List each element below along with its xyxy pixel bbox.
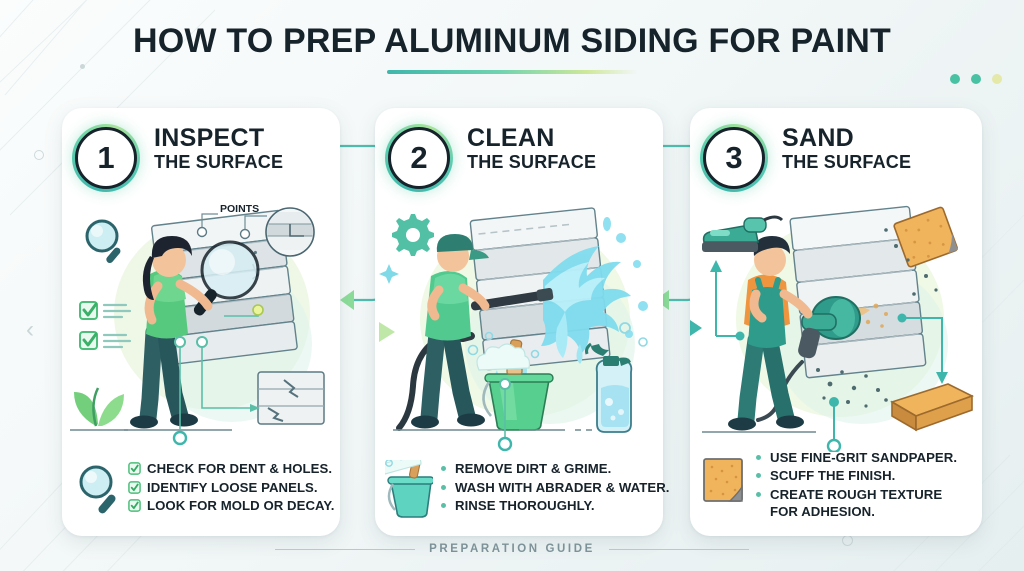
list-item-text: SCUFF THE FINISH. [770, 468, 896, 484]
decor-dot-3 [992, 74, 1002, 84]
checkbox-icon [128, 499, 141, 512]
card-title-primary: SAND [782, 124, 855, 152]
step-number-badge: 2 [385, 124, 453, 192]
footer-rule-left [275, 548, 416, 550]
bullet-dot-icon [756, 473, 761, 479]
card-title-primary: CLEAN [467, 124, 555, 152]
card-title-block: INSPECT THE SURFACE [154, 124, 284, 172]
list-item: CHECK FOR DENT & HOLES. [128, 460, 335, 478]
list-item: WASH WITH ABRADER & WATER. [441, 479, 669, 497]
card-header: 1 INSPECT THE SURFACE [62, 118, 340, 202]
sandpaper-icon [700, 449, 748, 511]
bullet-items: REMOVE DIRT & GRIME. WASH WITH ABRADER &… [441, 460, 669, 516]
list-item-text: CHECK FOR DENT & HOLES. [147, 461, 333, 476]
step-number: 2 [388, 127, 450, 189]
bullet-list-sand: USE FINE-GRIT SANDPAPER. SCUFF THE FINIS… [690, 449, 982, 522]
bullet-dot-icon [441, 466, 446, 471]
step-number-badge: 1 [72, 124, 140, 192]
illustration-callout-label: POINTS [220, 203, 259, 215]
footer-rule-right [608, 548, 749, 550]
bullet-dot-icon [756, 454, 761, 460]
bullet-dot-icon [441, 503, 446, 509]
list-item-text: LOOK FOR MOLD OR DECAY. [147, 498, 335, 514]
card-title-secondary: THE SURFACE [782, 151, 912, 172]
card-header: 3 SAND THE SURFACE [690, 118, 982, 202]
card-title-primary: INSPECT [154, 124, 265, 152]
card-title-block: SAND THE SURFACE [782, 124, 912, 172]
step-card-inspect[interactable]: 1 INSPECT THE SURFACE [62, 108, 340, 536]
card-title-secondary: THE SURFACE [154, 151, 284, 172]
bullet-list-clean: REMOVE DIRT & GRIME. WASH WITH ABRADER &… [375, 453, 669, 522]
list-item: CREATE ROUGH TEXTURE FOR ADHESION. [756, 486, 972, 521]
bullet-items: CHECK FOR DENT & HOLES. IDENTIFY LOOSE P… [128, 460, 335, 516]
card-title-block: CLEAN THE SURFACE [467, 124, 597, 172]
list-item-text: CREATE ROUGH TEXTURE FOR ADHESION. [770, 486, 943, 520]
step-card-clean[interactable]: 2 CLEAN THE SURFACE [375, 108, 669, 536]
list-item-text: WASH WITH ABRADER & WATER. [455, 479, 670, 495]
chevron-left-icon: ‹ [26, 316, 34, 343]
card-header: 2 CLEAN THE SURFACE [375, 118, 663, 202]
list-item: LOOK FOR MOLD OR DECAY. [128, 497, 335, 515]
list-item: REMOVE DIRT & GRIME. [441, 460, 669, 478]
list-item: RINSE THOROUGHLY. [441, 497, 669, 515]
footer: PREPARATION GUIDE [0, 543, 1024, 555]
magnifier-icon [72, 460, 120, 522]
bullet-items: USE FINE-GRIT SANDPAPER. SCUFF THE FINIS… [756, 449, 972, 522]
bullet-dot-icon [441, 484, 446, 490]
checkbox-icon [128, 462, 141, 475]
decor-top-dots [950, 74, 1002, 84]
bullet-dot-icon [756, 491, 761, 497]
list-item: USE FINE-GRIT SANDPAPER. [756, 449, 972, 467]
step-number: 3 [703, 127, 765, 189]
step-number: 1 [75, 127, 137, 189]
list-item-text: REMOVE DIRT & GRIME. [455, 461, 612, 476]
decor-dot-1 [950, 74, 960, 84]
page-title: HOW TO PREP ALUMINUM SIDING FOR PAINT [133, 22, 891, 60]
illustration-sand [690, 194, 982, 452]
illustration-inspect: POINTS [62, 194, 340, 452]
decor-ring [34, 150, 44, 160]
step-card-sand[interactable]: 3 SAND THE SURFACE [690, 108, 982, 536]
list-item: SCUFF THE FINISH. [756, 467, 972, 485]
step-number-badge: 3 [700, 124, 768, 192]
bucket-icon [383, 453, 435, 522]
footer-label: PREPARATION GUIDE [429, 543, 595, 555]
list-item-text: IDENTIFY LOOSE PANELS. [147, 479, 318, 495]
decor-dot-2 [971, 74, 981, 84]
decor-dot [80, 64, 85, 69]
bullet-list-inspect: CHECK FOR DENT & HOLES. IDENTIFY LOOSE P… [62, 460, 340, 522]
list-item-text: USE FINE-GRIT SANDPAPER. [770, 449, 958, 465]
checkbox-icon [128, 480, 141, 494]
card-title-secondary: THE SURFACE [467, 151, 597, 172]
title-underline [387, 70, 637, 74]
illustration-clean [375, 194, 663, 452]
list-item-text: RINSE THOROUGHLY. [455, 498, 595, 514]
list-item: IDENTIFY LOOSE PANELS. [128, 479, 335, 497]
